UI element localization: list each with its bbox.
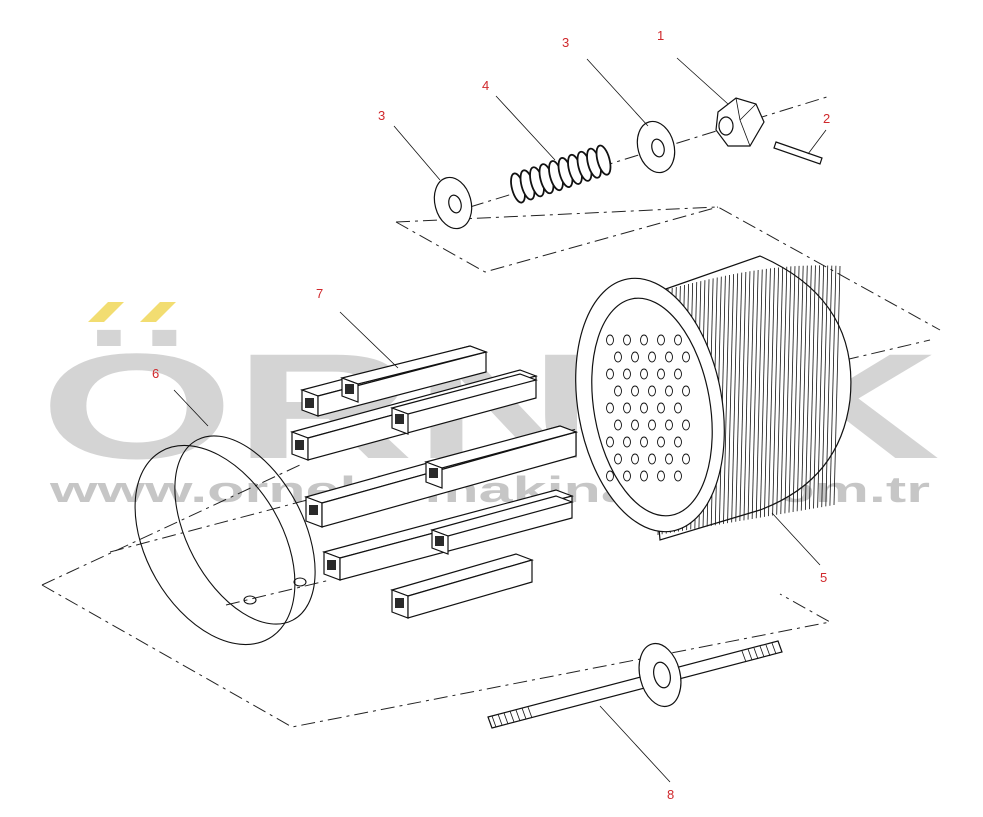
callout-3-left: 3 bbox=[378, 108, 385, 123]
nut-icon bbox=[715, 97, 765, 147]
callouts: 1 2 3 3 4 5 6 7 8 bbox=[152, 28, 830, 802]
filter-element-icon bbox=[575, 255, 852, 541]
watermark-accent-right bbox=[140, 302, 176, 322]
callout-7: 7 bbox=[316, 286, 323, 301]
threaded-rod-icon bbox=[487, 640, 783, 729]
callout-8: 8 bbox=[667, 787, 674, 802]
washer-icon bbox=[636, 120, 676, 174]
callout-2: 2 bbox=[823, 111, 830, 126]
callout-3-right: 3 bbox=[562, 35, 569, 50]
sealing-ring-icon bbox=[134, 435, 316, 646]
spacer-bar-icon bbox=[290, 345, 578, 619]
leader-lines bbox=[173, 57, 827, 783]
washer-icon bbox=[433, 176, 473, 230]
callout-1: 1 bbox=[657, 28, 664, 43]
callout-6: 6 bbox=[152, 366, 159, 381]
spring-icon bbox=[510, 144, 612, 204]
callout-4: 4 bbox=[482, 78, 489, 93]
watermark-accent-left bbox=[88, 302, 124, 322]
pin-icon bbox=[773, 141, 823, 165]
callout-5: 5 bbox=[820, 570, 827, 585]
